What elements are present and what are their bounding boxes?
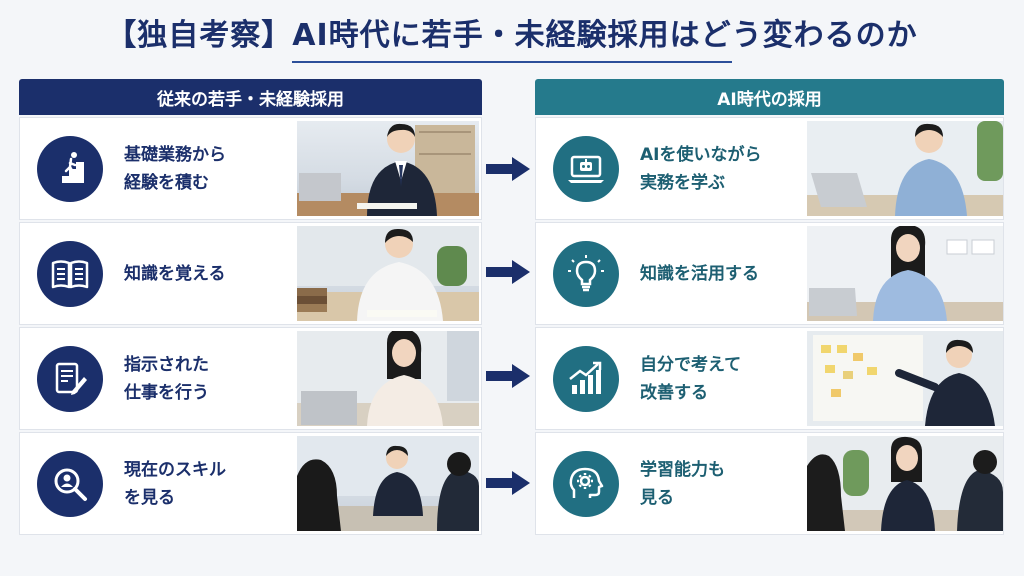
row-text: 現在のスキル を見る <box>124 433 294 534</box>
right-row-2: 知識を活用する <box>535 222 1004 325</box>
right-row-3: 自分で考えて 改善する <box>535 327 1004 430</box>
row-text: 自分で考えて 改善する <box>640 328 810 429</box>
right-row-4: 学習能力も 見る <box>535 432 1004 535</box>
left-row-3: 指示された 仕事を行う <box>19 327 482 430</box>
row-text-line1: AIを使いながら <box>640 144 762 165</box>
photo-man-at-whiteboard <box>807 331 1003 426</box>
right-arrow-icon <box>486 260 530 284</box>
left-row-1: 基礎業務から 経験を積む <box>19 117 482 220</box>
right-arrow-icon <box>486 471 530 495</box>
left-column-header: 従来の若手・未経験採用 <box>19 79 482 115</box>
row-text-line2: を見る <box>124 487 175 508</box>
row-text-line1: 知識を活用する <box>640 263 759 284</box>
title-underline <box>292 61 732 63</box>
photo-woman-at-laptop <box>297 331 479 426</box>
row-text: AIを使いながら 実務を学ぶ <box>640 118 810 219</box>
row-text: 知識を覚える <box>124 223 294 324</box>
row-text-line1: 基礎業務から <box>124 144 226 165</box>
photo-interview-candidate <box>807 436 1003 531</box>
photo-woman-smiling-at-desk <box>807 226 1003 321</box>
row-text: 基礎業務から 経験を積む <box>124 118 294 219</box>
page-title: 【独自考察】AI時代に若手・未経験採用はどう変わるのか <box>106 18 918 53</box>
photo-job-interview <box>297 436 479 531</box>
lightbulb-icon <box>553 241 619 307</box>
row-text-line1: 知識を覚える <box>124 263 226 284</box>
left-row-2: 知識を覚える <box>19 222 482 325</box>
row-text-line2: 経験を積む <box>124 172 209 193</box>
row-text-line2: 実務を学ぶ <box>640 172 725 193</box>
head-gear-icon <box>553 451 619 517</box>
open-book-icon <box>37 241 103 307</box>
row-text-line1: 学習能力も <box>640 459 725 480</box>
stairs-climb-icon <box>37 136 103 202</box>
right-arrow-icon <box>486 157 530 181</box>
right-arrow-icon <box>486 364 530 388</box>
photo-student-studying <box>297 226 479 321</box>
right-column-header: AI時代の採用 <box>535 79 1004 115</box>
laptop-robot-icon <box>553 136 619 202</box>
left-row-4: 現在のスキル を見る <box>19 432 482 535</box>
magnifier-person-icon <box>37 451 103 517</box>
growth-chart-icon <box>553 346 619 412</box>
row-text-line2: 見る <box>640 487 674 508</box>
right-row-1: AIを使いながら 実務を学ぶ <box>535 117 1004 220</box>
photo-man-using-laptop <box>807 121 1003 216</box>
document-pen-icon <box>37 346 103 412</box>
row-text: 指示された 仕事を行う <box>124 328 294 429</box>
row-text-line1: 指示された <box>124 354 209 375</box>
row-text: 知識を活用する <box>640 223 810 324</box>
row-text-line1: 自分で考えて <box>640 354 742 375</box>
photo-man-writing-at-desk <box>297 121 479 216</box>
row-text-line2: 改善する <box>640 382 708 403</box>
row-text: 学習能力も 見る <box>640 433 810 534</box>
row-text-line2: 仕事を行う <box>124 382 209 403</box>
row-text-line1: 現在のスキル <box>124 459 226 480</box>
